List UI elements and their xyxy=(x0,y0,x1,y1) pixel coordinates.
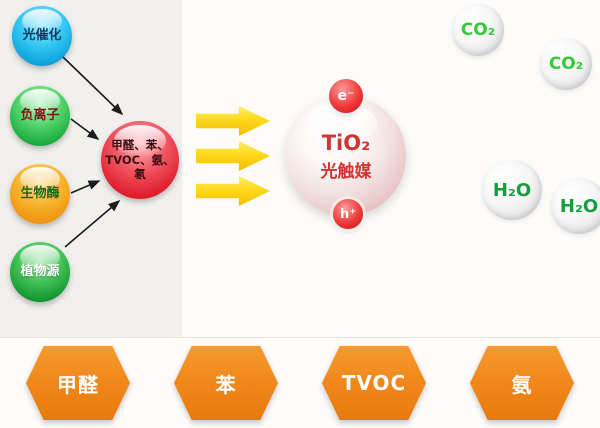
pollutants-list: 甲醛、苯、 TVOC、氨、 氡 xyxy=(105,138,174,183)
pollutants-sphere: 甲醛、苯、 TVOC、氨、 氡 xyxy=(101,121,179,199)
electron-label: e⁻ xyxy=(337,88,355,104)
flow-arrow-icon xyxy=(196,176,270,206)
arrow-plant-extract-icon xyxy=(64,199,121,248)
method-label-negative-ion: 负离子 xyxy=(20,107,60,123)
pollutants-line-3: 氡 xyxy=(134,167,146,182)
method-sphere-negative-ion: 负离子 xyxy=(10,86,70,146)
hexagon-label: 氨 xyxy=(511,372,533,397)
arrow-photocatalysis-icon xyxy=(62,56,124,116)
pollutant-hexagon-benzene: 苯 xyxy=(174,346,278,420)
hexagon-label: TVOC xyxy=(341,371,407,395)
method-sphere-plant-extract: 植物源 xyxy=(10,242,70,302)
co2-label: CO₂ xyxy=(548,54,584,74)
flow-arrow-icon xyxy=(196,141,270,171)
method-label-photocatalysis: 光催化 xyxy=(22,27,62,43)
catalyst-formula-label: TiO₂ xyxy=(321,130,371,155)
pollutants-band: 甲醛 苯 TVOC 氨 xyxy=(0,337,600,428)
h2o-bubble: H₂O xyxy=(482,160,542,220)
method-sphere-bio-enzyme: 生物酶 xyxy=(10,164,70,224)
hexagon-label: 甲醛 xyxy=(57,372,99,397)
pollutants-line-2: TVOC、氨、 xyxy=(105,152,175,167)
h2o-label: H₂O xyxy=(492,179,532,201)
flow-arrow-icon xyxy=(196,106,270,136)
co2-bubble: CO₂ xyxy=(452,4,504,56)
co2-label: CO₂ xyxy=(460,20,496,40)
hexagon-shape: TVOC xyxy=(322,346,426,420)
method-sphere-photocatalysis: 光催化 xyxy=(12,6,72,66)
h2o-label: H₂O xyxy=(559,195,599,217)
method-label-plant-extract: 植物源 xyxy=(20,263,60,279)
catalyst-name-label: 光触媒 xyxy=(320,161,372,182)
catalyst-sphere: TiO₂ 光触媒 e⁻ h⁺ xyxy=(286,79,406,229)
hexagon-shape: 氨 xyxy=(470,346,574,420)
h2o-bubble: H₂O xyxy=(551,178,600,234)
method-label-bio-enzyme: 生物酶 xyxy=(20,185,60,201)
electron-sphere: e⁻ xyxy=(329,79,363,113)
arrow-negative-ion-icon xyxy=(70,118,100,140)
hole-sphere: h⁺ xyxy=(333,199,363,229)
hole-label: h⁺ xyxy=(339,206,357,222)
hexagon-shape: 甲醛 xyxy=(26,346,130,420)
pollutant-hexagon-formaldehyde: 甲醛 xyxy=(26,346,130,420)
pollutants-line-1: 甲醛、苯、 xyxy=(111,137,169,152)
pollutant-hexagon-ammonia: 氨 xyxy=(470,346,574,420)
co2-bubble: CO₂ xyxy=(540,38,592,90)
methods-panel: 光催化 负离子 生物酶 植物源 甲醛、苯、 TVOC、氨、 氡 xyxy=(0,0,182,338)
hexagon-shape: 苯 xyxy=(174,346,278,420)
arrow-bio-enzyme-icon xyxy=(70,180,101,194)
hexagon-label: 苯 xyxy=(215,372,237,397)
pollutant-hexagon-tvoc: TVOC xyxy=(322,346,426,420)
